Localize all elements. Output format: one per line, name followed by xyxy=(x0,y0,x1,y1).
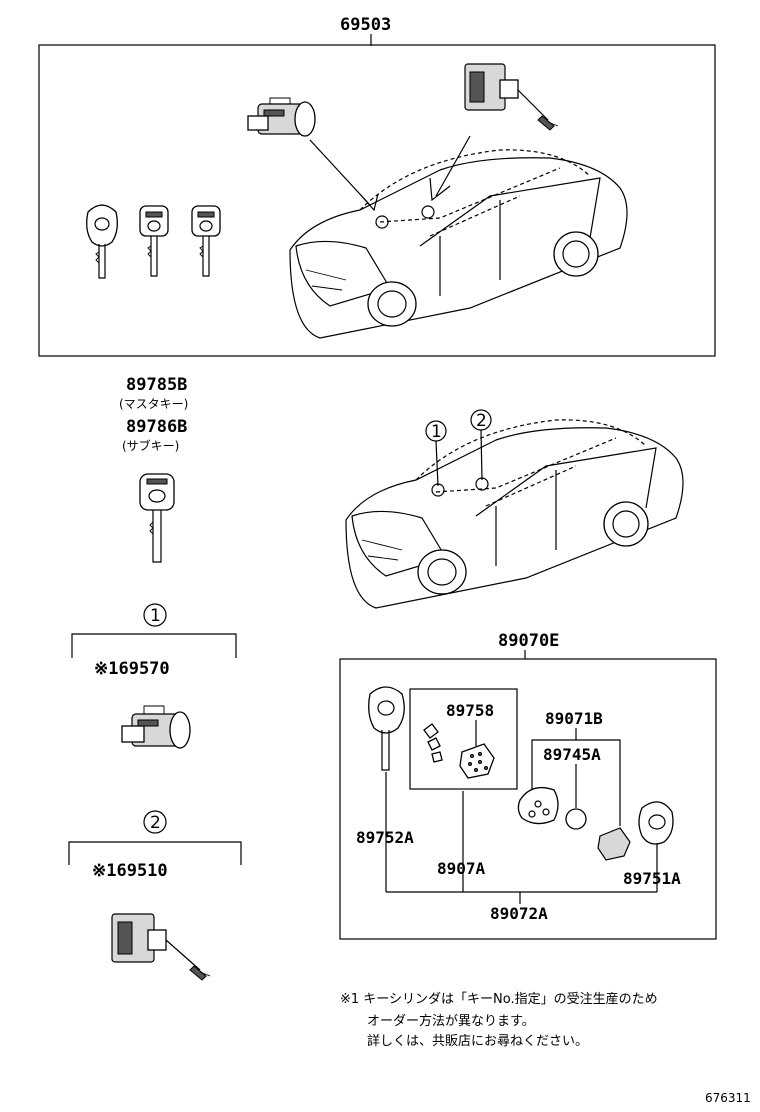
door-cylinder-icon xyxy=(111,913,211,981)
sub-key-label: (サブキー) xyxy=(122,438,179,453)
arrow-icon xyxy=(309,139,379,212)
part-number-69510[interactable]: ※169510 xyxy=(92,861,168,881)
footnote: ※1 キーシリンダは「キーNo.指定」の受注生産のため オーダー方法が異なります… xyxy=(340,991,658,1049)
button-pad-icon xyxy=(459,743,495,779)
part-number-69503[interactable]: 69503 xyxy=(340,15,391,35)
diagram-id: 676311 xyxy=(705,1091,751,1105)
footnote-line-1: ※1 キーシリンダは「キーNo.指定」の受注生産のため xyxy=(340,991,658,1007)
part-number-89745A[interactable]: 89745A xyxy=(543,745,601,764)
marker-1: 1 xyxy=(431,422,442,442)
case-icon xyxy=(517,786,559,825)
car-illustration xyxy=(289,149,628,339)
key-shell-icon xyxy=(368,686,405,771)
part-number-89071B[interactable]: 89071B xyxy=(545,709,603,728)
part-number-69570[interactable]: ※169570 xyxy=(94,659,170,679)
marker-2: 2 xyxy=(476,411,487,431)
lock-set-group: 69503 xyxy=(38,15,716,357)
cylinder-1-marker: 1 xyxy=(150,606,161,626)
key-icon xyxy=(139,205,169,277)
cylinder-1-group: 1 ※169570 xyxy=(71,603,237,749)
master-key-label: (マスタキー) xyxy=(119,397,188,411)
key-shell-icon xyxy=(638,801,674,845)
footnote-line-3: 詳しくは、共販店にお尋ねください。 xyxy=(367,1033,588,1049)
part-number-89785B[interactable]: 89785B xyxy=(126,375,187,395)
part-number-89758[interactable]: 89758 xyxy=(446,701,494,720)
car-location-group: 1 2 xyxy=(345,409,684,609)
case-half-icon xyxy=(597,827,631,861)
arrow-icon xyxy=(429,135,471,202)
battery-icon xyxy=(565,808,587,830)
door-cylinder-icon xyxy=(464,63,559,131)
transmitter-set-box xyxy=(339,658,717,940)
footnote-line-2: オーダー方法が異なります。 xyxy=(367,1013,535,1029)
part-number-89072A[interactable]: 89072A xyxy=(490,904,548,923)
part-number-89752A[interactable]: 89752A xyxy=(356,828,414,847)
part-number-8907A[interactable]: 8907A xyxy=(437,859,486,878)
cylinder-2-marker: 2 xyxy=(150,813,161,833)
cylinder-2-group: 2 ※169510 xyxy=(68,810,242,981)
part-number-89751A[interactable]: 89751A xyxy=(623,869,681,888)
transmitter-set-group: 89070E 89758 89071B 89745A xyxy=(339,631,717,940)
part-number-89786B[interactable]: 89786B xyxy=(126,417,187,437)
cylinder-icon xyxy=(121,705,191,749)
button-caps-icon xyxy=(423,723,443,763)
part-number-89070E[interactable]: 89070E xyxy=(498,631,559,651)
key-icon xyxy=(86,204,118,279)
key-icon xyxy=(139,473,175,563)
key-icon xyxy=(191,205,221,277)
cylinder-icon xyxy=(247,97,316,137)
lock-set-box xyxy=(38,44,716,357)
key-parts-group: 89785B (マスタキー) 89786B (サブキー) xyxy=(119,375,188,563)
car-illustration xyxy=(345,419,684,609)
transmitter-inner-box xyxy=(409,688,518,790)
